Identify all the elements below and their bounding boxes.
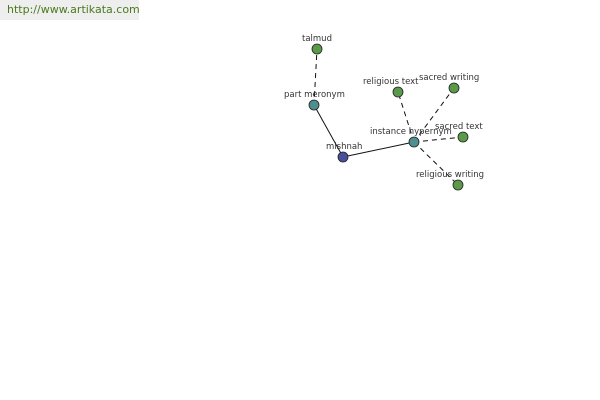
edge-instance-hypernym-sacred-text	[413, 136, 464, 143]
nodes-layer	[308, 43, 469, 191]
label-religious-writing[interactable]: religious writing	[416, 170, 484, 180]
labels-layer: mishnah part meronym instance hypernym talm…	[284, 34, 484, 180]
edge-part-meronym-talmud	[313, 48, 318, 106]
node-sacred-text[interactable]	[457, 131, 469, 143]
label-religious-text[interactable]: religious text	[363, 77, 419, 87]
node-mishnah[interactable]	[337, 151, 349, 163]
label-sacred-writing[interactable]: sacred writing	[419, 73, 479, 83]
node-instance-hypernym[interactable]	[408, 136, 420, 148]
edge-instance-hypernym-sacred-writing	[413, 87, 455, 143]
edge-instance-hypernym-religious-writing	[413, 141, 459, 186]
label-mishnah[interactable]: mishnah	[326, 142, 362, 152]
node-religious-text[interactable]	[392, 86, 404, 98]
node-part-meronym[interactable]	[308, 99, 320, 111]
node-talmud[interactable]	[311, 43, 323, 55]
site-url-link[interactable]: http://www.artikata.com	[0, 0, 140, 20]
label-part-meronym[interactable]: part meronym	[284, 90, 345, 100]
node-sacred-writing[interactable]	[448, 82, 460, 94]
node-religious-writing[interactable]	[452, 179, 464, 191]
label-talmud[interactable]: talmud	[302, 34, 332, 44]
edge-mishnah-instance-hypernym	[342, 141, 415, 158]
label-sacred-text[interactable]: sacred text	[435, 122, 483, 132]
edges-layer	[313, 48, 464, 186]
edge-mishnah-part-meronym	[313, 104, 344, 158]
label-instance-hypernym[interactable]: instance hypernym	[370, 127, 452, 137]
